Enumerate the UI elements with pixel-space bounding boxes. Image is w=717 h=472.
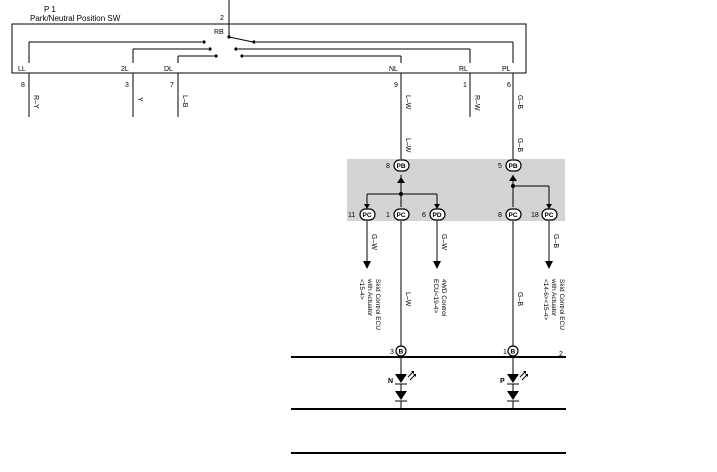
led-p-label: P [500,378,505,385]
branch-wires [363,221,553,346]
led-p-icon [507,358,528,409]
wire-branch-3: G–W [440,234,447,250]
terminal-DL: DL [164,66,173,73]
connector-pc-18: PC [541,208,558,221]
pin-LL: 8 [21,82,25,89]
connector-pc-1: PC [393,208,410,221]
svg-text:<14-6><15-4>: <14-6><15-4> [542,279,549,320]
connector-pb-right: PB [505,159,522,172]
led-n-icon [395,358,416,409]
pin-pb-left: 8 [386,163,390,170]
connector-b-left: B [395,345,407,357]
switch-box [11,23,527,74]
wire-NL: L–W [404,95,411,110]
svg-text:4WD Control: 4WD Control [440,279,447,317]
svg-text:<15-4>: <15-4> [358,279,365,300]
pin-pc-18: 18 [531,212,539,219]
pin-2L: 3 [125,82,129,89]
svg-text:B: B [399,349,404,356]
wire-upper-right: G–B [516,138,523,152]
svg-text:Skid Control ECU: Skid Control ECU [374,279,381,330]
switch-contacts [28,35,514,63]
svg-text:PC: PC [363,212,372,219]
led-n-label: N [388,378,393,385]
svg-text:PD: PD [433,212,442,219]
svg-text:PC: PC [545,212,554,219]
terminal-NL: NL [389,66,398,73]
wire-branch-2: L–W [404,292,411,307]
wire-branch-4: G–B [516,292,523,306]
edge-mark: 2 [559,351,563,358]
component-id: P 1 [44,5,56,14]
input-pin: 2 [220,15,224,22]
wire-upper-left: L–W [404,138,411,153]
svg-text:B: B [511,349,516,356]
pin-PL: 6 [507,82,511,89]
svg-text:ECU<19-4>: ECU<19-4> [432,279,439,314]
pin-b-left: 3 [390,349,394,356]
wire-PL: G–B [516,95,523,109]
svg-text:PB: PB [397,163,406,170]
component-name: Park/Neutral Position SW [30,14,121,23]
connector-pc-8: PC [505,208,522,221]
wire-branch-5: G–B [552,234,559,248]
lead-wires [28,73,514,160]
terminal-2L: 2L [121,66,129,73]
wire-DL: L–B [181,95,188,108]
pin-DL: 7 [170,82,174,89]
pin-pc-1: 1 [386,212,390,219]
terminal-RL: RL [459,66,468,73]
svg-text:PB: PB [509,163,518,170]
switch-label: RB [214,29,224,36]
wire-RL: R–W [473,95,480,111]
pin-pd-6: 6 [422,212,426,219]
connector-pd-6: PD [429,208,446,221]
wire-branch-1: G–W [370,234,377,250]
dest-skid-ecu-right: Skid Control ECU with Actuator <14-6><15… [542,278,565,330]
junction-block [347,159,565,221]
svg-text:Skid Control ECU: Skid Control ECU [558,279,565,330]
wire-2L: Y [136,97,143,102]
pin-RL: 1 [463,82,467,89]
terminal-LL: LL [18,66,26,73]
wire-LL: R–Y [32,95,39,109]
connector-pb-left: PB [393,159,410,172]
pin-NL: 9 [394,82,398,89]
svg-text:PC: PC [509,212,518,219]
pin-pc-8: 8 [498,212,502,219]
dest-4wd-ecu: 4WD Control ECU<19-4> [432,279,447,317]
pin-b-right: 1 [503,349,507,356]
connector-pc-11: PC [359,208,376,221]
pin-pc-11: 11 [348,212,355,219]
svg-text:PC: PC [397,212,406,219]
terminal-PL: PL [502,66,511,73]
junction-wiring [364,175,552,209]
dest-skid-ecu-left: Skid Control ECU with Actuator <15-4> [358,278,381,330]
svg-text:with Actuator: with Actuator [366,278,373,317]
svg-text:with Actuator: with Actuator [550,278,557,317]
pin-pb-right: 5 [498,163,502,170]
connector-b-right: B [507,345,519,357]
